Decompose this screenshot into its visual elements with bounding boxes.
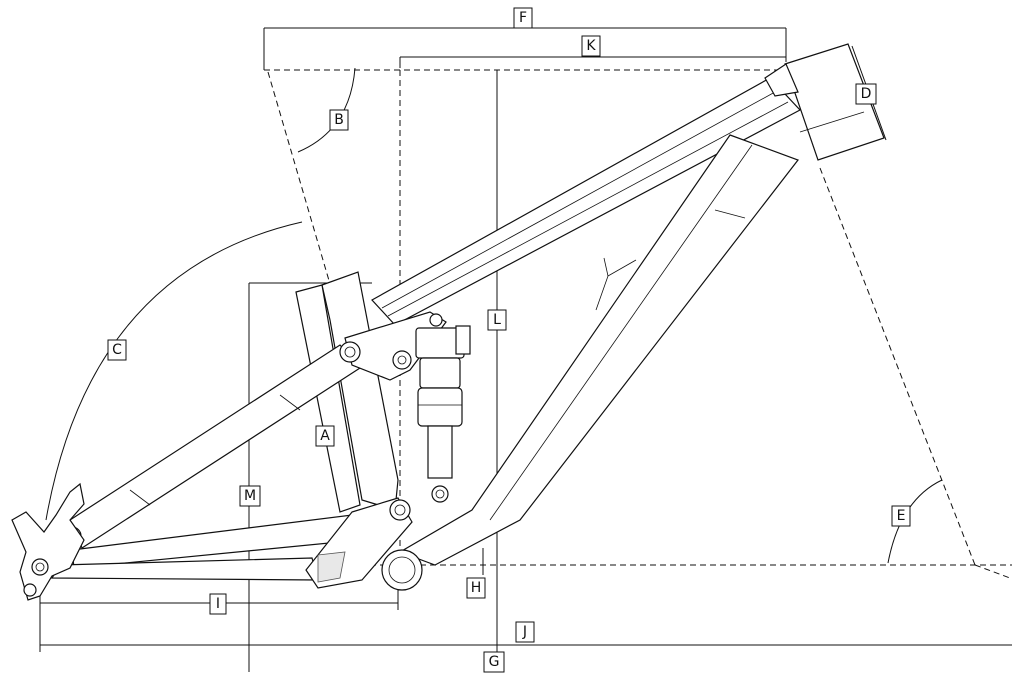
dimension-label-A: A (315, 425, 335, 447)
dimension-label-H: H (466, 577, 486, 599)
dimension-label-F: F (513, 7, 533, 29)
dimension-label-G: G (483, 651, 505, 673)
dimension-label-C: C (107, 339, 127, 361)
label-A-text: A (320, 428, 330, 444)
dimension-label-L: L (487, 309, 507, 331)
dimension-label-K: K (581, 35, 601, 57)
label-J-text: J (522, 624, 527, 640)
label-K-text: K (586, 38, 596, 54)
dimension-label-B: B (329, 109, 349, 131)
label-D-text: D (861, 86, 872, 102)
label-M-text: M (244, 488, 256, 504)
label-G-text: G (489, 654, 500, 670)
label-C-text: C (112, 342, 122, 358)
label-E-text: E (897, 508, 906, 524)
dimension-label-I: I (209, 593, 227, 615)
label-H-text: H (471, 580, 482, 596)
label-B-text: B (334, 112, 344, 128)
label-F-text: F (519, 10, 527, 26)
label-I-text: I (216, 596, 220, 612)
dimension-label-E: E (891, 505, 911, 527)
label-L-text: L (493, 312, 501, 328)
dimension-label-J: J (515, 621, 535, 643)
dimension-label-D: D (855, 83, 877, 105)
dimension-label-M: M (239, 485, 261, 507)
bike-frame (11, 43, 885, 601)
